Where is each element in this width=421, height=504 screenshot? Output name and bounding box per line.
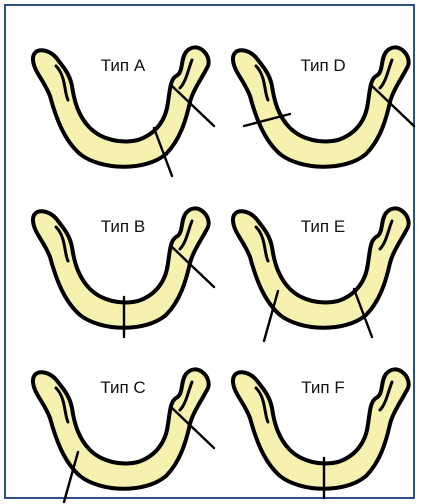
panel-label: Тип C — [88, 378, 158, 398]
panel-type-f: Тип F — [220, 352, 421, 504]
figure-frame: Тип A Тип D Тип B Тип E — [4, 4, 415, 499]
panel-label: Тип B — [88, 217, 158, 237]
mandible-diagram-c — [20, 352, 225, 504]
panel-type-d: Тип D — [220, 30, 421, 192]
panel-type-c: Тип C — [20, 352, 225, 504]
panel-type-a: Тип A — [20, 30, 225, 192]
mandible-diagram-e — [220, 191, 421, 351]
panel-type-b: Тип B — [20, 191, 225, 353]
panel-label: Тип A — [88, 56, 158, 76]
mandible-diagram-f — [220, 352, 421, 504]
panel-label: Тип D — [288, 56, 358, 76]
mandible-diagram-b — [20, 191, 225, 351]
mandible-diagram-d — [220, 30, 421, 190]
panel-type-e: Тип E — [220, 191, 421, 353]
panel-label: Тип F — [288, 378, 358, 398]
mandible-diagram-a — [20, 30, 225, 190]
panel-label: Тип E — [288, 217, 358, 237]
